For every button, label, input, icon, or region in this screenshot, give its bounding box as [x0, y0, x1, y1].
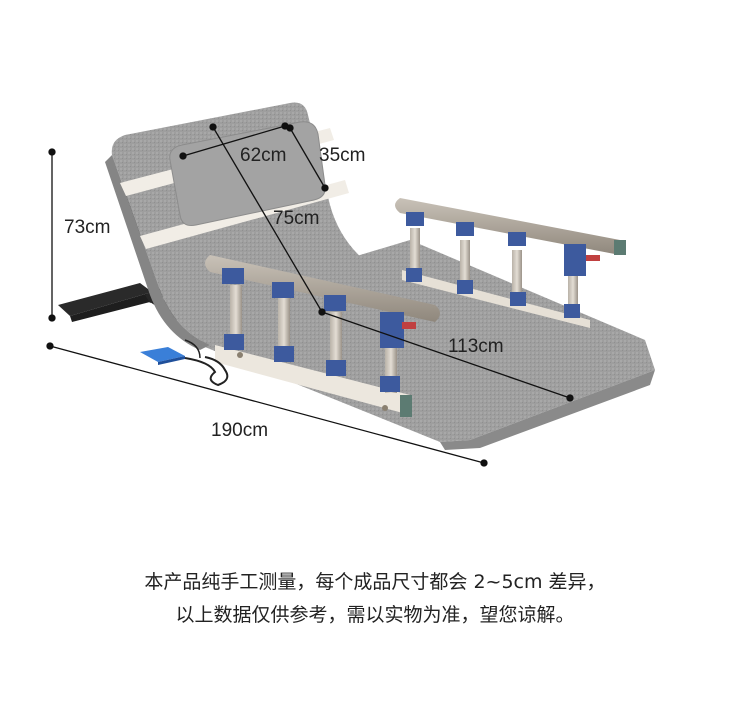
front-guard-rail	[205, 255, 440, 417]
disclaimer-line-1: 本产品纯手工测量，每个成品尺寸都会 2~5cm 差异，	[144, 571, 606, 593]
pillow-width-label: 35cm	[319, 145, 366, 166]
disclaimer-line-2: 以上数据仅供参考，需以实物为准，望您谅解。	[175, 604, 575, 626]
bed-product-illustration	[46, 102, 655, 467]
dimension-lines	[46, 122, 574, 467]
flat-length-label: 113cm	[448, 336, 504, 357]
back-guard-rail	[395, 198, 626, 328]
measurement-disclaimer: 本产品纯手工测量，每个成品尺寸都会 2~5cm 差异， 以上数据仅供参考，需以实…	[0, 566, 750, 632]
height-dimension-label: 73cm	[64, 217, 111, 238]
remote-control	[140, 339, 229, 387]
length-dimension-label: 190cm	[211, 420, 269, 441]
backrest-width-label: 62cm	[240, 145, 287, 166]
backrest-length-label: 75cm	[273, 208, 320, 229]
